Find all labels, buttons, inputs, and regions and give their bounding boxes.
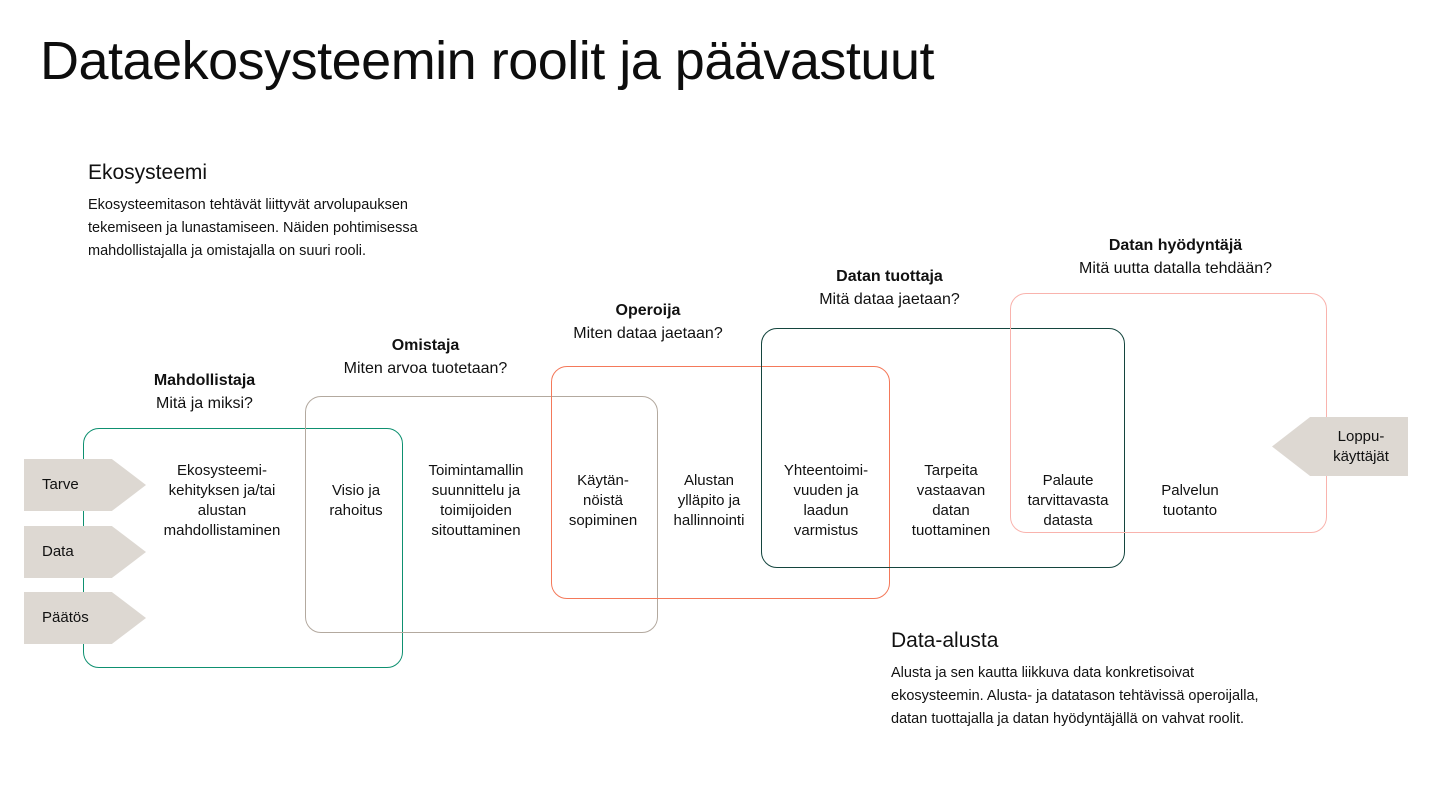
role-question: Mitä dataa jaetaan? bbox=[819, 291, 960, 308]
role-caption-datan-hyodyntaja: Datan hyödyntäjä Mitä uutta datalla tehd… bbox=[1035, 235, 1316, 280]
note-data-platform: Data-alusta Alusta ja sen kautta liikkuv… bbox=[891, 628, 1341, 731]
role-caption-omistaja: Omistaja Miten arvoa tuotetaan? bbox=[305, 335, 546, 380]
note-data-platform-body: Alusta ja sen kautta liikkuva data konkr… bbox=[891, 665, 1259, 727]
input-arrow-label: Päätös bbox=[42, 609, 89, 626]
input-arrow-label: Data bbox=[42, 543, 74, 560]
task-cell-9: Palvelun tuotanto bbox=[1161, 482, 1219, 519]
task-cell-2: Visio ja rahoitus bbox=[329, 482, 383, 519]
role-name: Operoija bbox=[615, 302, 681, 319]
task-cell-1: Ekosysteemi- kehityksen ja/tai alustan m… bbox=[163, 462, 281, 539]
role-name: Omistaja bbox=[391, 337, 460, 354]
note-ecosystem: Ekosysteemi Ekosysteemitason tehtävät li… bbox=[88, 160, 508, 263]
role-question: Miten dataa jaetaan? bbox=[573, 325, 723, 342]
task-cell-3: Toimintamallin suunnittelu ja toimijoide… bbox=[428, 462, 524, 539]
role-question: Mitä uutta datalla tehdään? bbox=[1078, 260, 1273, 277]
role-name: Mahdollistaja bbox=[153, 372, 256, 389]
role-name: Datan tuottaja bbox=[836, 268, 943, 285]
page-title: Dataekosysteemin roolit ja päävastuut bbox=[40, 31, 935, 91]
task-cell-6: Yhteentoimi- vuuden ja laadun varmistus bbox=[783, 462, 869, 539]
task-cell-7: Tarpeita vastaavan datan tuottaminen bbox=[911, 462, 991, 539]
role-question: Mitä ja miksi? bbox=[156, 395, 253, 412]
note-ecosystem-body: Ekosysteemitason tehtävät liittyvät arvo… bbox=[88, 197, 418, 259]
role-caption-mahdollistaja: Mahdollistaja Mitä ja miksi? bbox=[83, 370, 326, 415]
task-cell-4: Käytän- nöistä sopiminen bbox=[568, 472, 638, 529]
note-data-platform-heading: Data-alusta bbox=[891, 629, 999, 652]
role-name: Datan hyödyntäjä bbox=[1108, 237, 1243, 254]
output-arrow-label: Loppu- käyttäjät bbox=[1333, 427, 1389, 465]
role-caption-operoija: Operoija Miten dataa jaetaan? bbox=[541, 300, 755, 345]
role-box-datan-hyodyntaja bbox=[1010, 293, 1327, 533]
input-arrow-label: Tarve bbox=[42, 476, 79, 493]
role-box-operoija bbox=[551, 366, 890, 599]
task-cell-8: Palaute tarvittavasta datasta bbox=[1027, 472, 1109, 529]
role-box-omistaja bbox=[305, 396, 658, 633]
role-caption-datan-tuottaja: Datan tuottaja Mitä dataa jaetaan? bbox=[785, 266, 994, 311]
role-box-datan-tuottaja bbox=[761, 328, 1125, 568]
role-question: Miten arvoa tuotetaan? bbox=[343, 360, 508, 377]
note-ecosystem-heading: Ekosysteemi bbox=[88, 161, 208, 184]
task-cell-5: Alustan ylläpito ja hallinnointi bbox=[673, 472, 745, 529]
